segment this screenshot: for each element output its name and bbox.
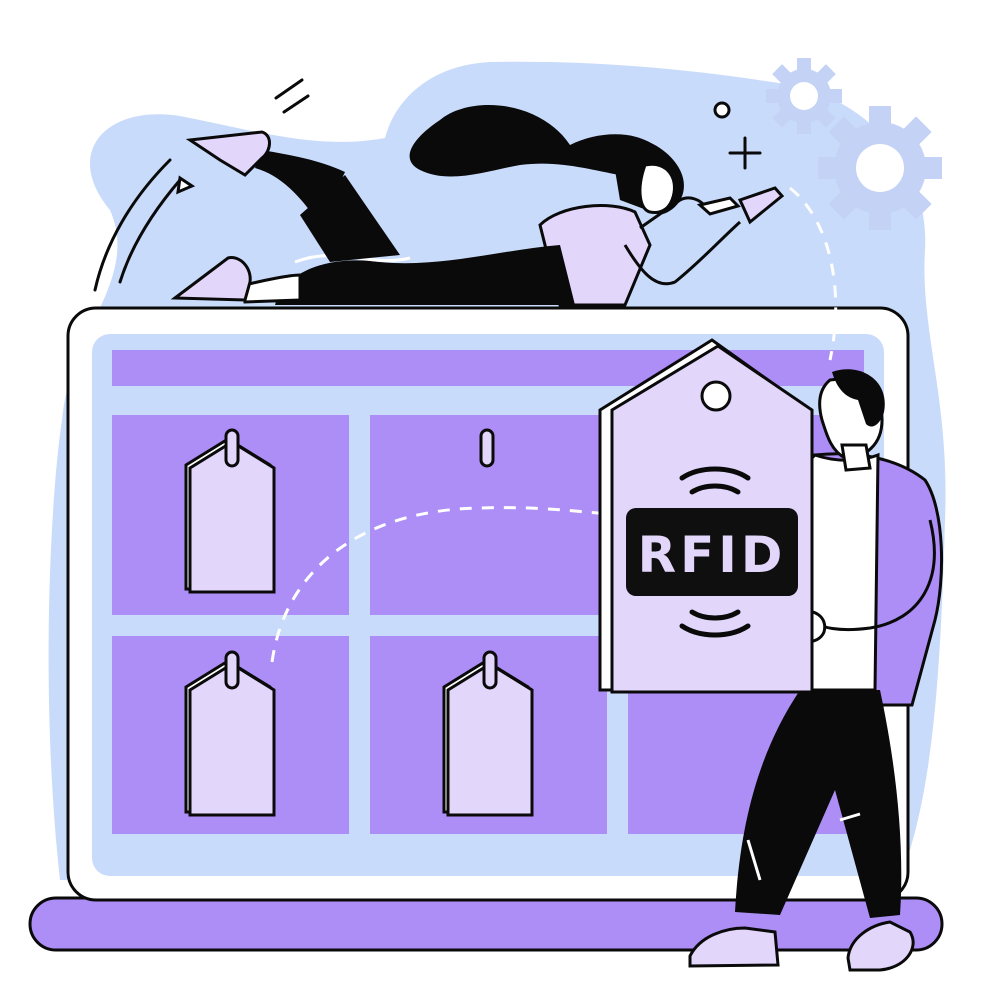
signal-waves-icon — [679, 609, 751, 638]
tag-hole — [700, 380, 732, 412]
dashed-signal-path — [789, 186, 838, 361]
rfid-label: RFID — [638, 526, 787, 584]
gear-icon — [766, 58, 842, 134]
shoe-icon — [688, 926, 780, 968]
gear-icon — [818, 106, 942, 230]
signal-waves-icon — [679, 466, 751, 495]
rfid-tag-icon — [184, 428, 276, 594]
tag-hook — [479, 428, 495, 468]
shoe-icon — [170, 256, 252, 302]
shoe-icon — [185, 130, 271, 177]
dashed-signal-path — [270, 506, 611, 663]
large-rfid-tag: RFID — [598, 338, 814, 694]
rfid-tag-icon — [184, 650, 276, 817]
sparkle-icon — [713, 101, 762, 170]
phone-icon — [737, 186, 785, 225]
rfid-tag-icon — [442, 650, 534, 817]
rfid-label-bg — [626, 508, 798, 596]
motion-lines — [93, 78, 310, 292]
laptop-base — [28, 896, 944, 952]
man-figure — [688, 369, 944, 972]
shoe-icon — [846, 920, 915, 972]
woman-figure — [170, 105, 785, 307]
